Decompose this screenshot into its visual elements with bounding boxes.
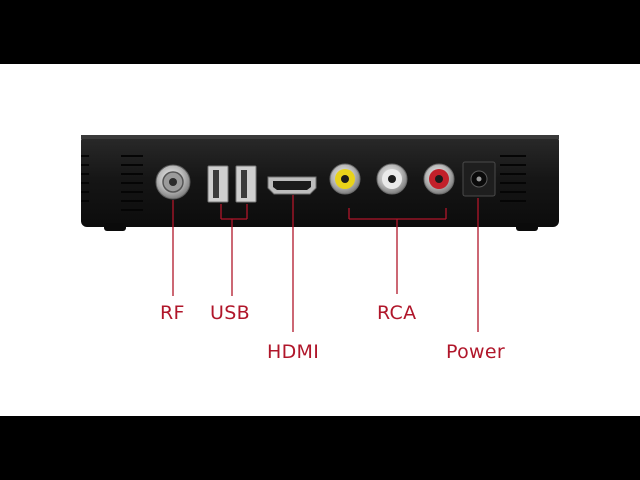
device-illustration — [81, 135, 559, 332]
rca-jack-icon — [329, 163, 455, 195]
label-power: Power — [446, 341, 505, 363]
letterbox-top — [0, 0, 640, 64]
label-hdmi: HDMI — [267, 341, 320, 363]
coax-port-icon — [155, 164, 191, 200]
leader-lines — [172, 195, 479, 332]
vent-right — [500, 155, 526, 202]
letterbox-bottom — [0, 416, 640, 480]
usb-port-icon — [207, 165, 257, 203]
label-rf: RF — [160, 302, 185, 324]
vent-left — [121, 155, 143, 211]
vent-left-edge — [81, 155, 89, 202]
dc-power-jack-icon — [462, 161, 496, 197]
hdmi-port-icon — [267, 176, 317, 195]
product-photo: RF USB HDMI RCA Power — [0, 64, 640, 416]
label-usb: USB — [210, 302, 250, 324]
label-rca: RCA — [377, 302, 417, 324]
set-top-box-icon — [81, 135, 559, 231]
